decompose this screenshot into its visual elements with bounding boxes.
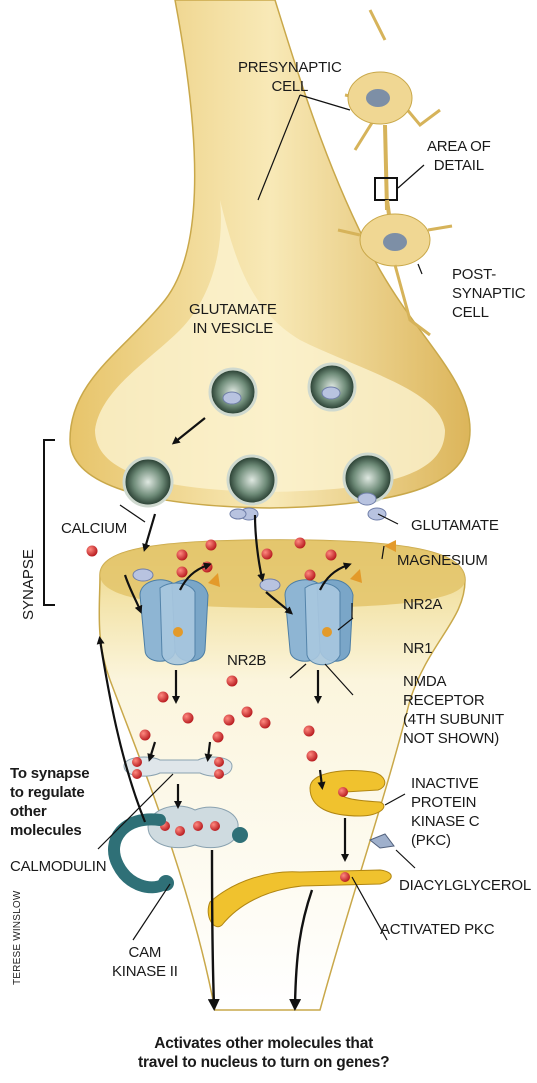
- vesicle: [228, 456, 276, 504]
- artist-credit: TERESE WINSLOW: [12, 891, 23, 985]
- label-nr2a: NR2A: [403, 595, 442, 614]
- label-nr2b: NR2B: [227, 651, 266, 670]
- label-presynaptic-cell: PRESYNAPTIC CELL: [238, 58, 342, 96]
- label-inactive-pkc: INACTIVE PROTEIN KINASE C (PKC): [411, 774, 479, 850]
- label-cam-kinase: CAM KINASE II: [112, 943, 178, 981]
- diacylglycerol: [370, 834, 394, 848]
- nmda-receptor-right: [285, 580, 353, 665]
- bottom-caption: Activates other molecules that travel to…: [138, 1034, 389, 1072]
- label-diacylglycerol: DIACYLGLYCEROL: [399, 876, 531, 895]
- vesicle: [124, 458, 172, 506]
- label-nmda-receptor: NMDA RECEPTOR (4TH SUBUNIT NOT SHOWN): [403, 672, 504, 748]
- synapse-bracket: [44, 440, 55, 605]
- label-activated-pkc: ACTIVATED PKC: [380, 920, 494, 939]
- label-to-synapse: To synapse to regulate other molecules: [10, 764, 89, 840]
- label-postsynaptic-cell: POST- SYNAPTIC CELL: [452, 265, 525, 322]
- label-glutamate-in-vesicle: GLUTAMATE IN VESICLE: [189, 300, 277, 338]
- label-synapse: SYNAPSE: [20, 549, 37, 620]
- label-calcium: CALCIUM: [61, 519, 127, 538]
- label-magnesium: MAGNESIUM: [397, 551, 488, 570]
- label-nr1: NR1: [403, 639, 432, 658]
- nmda-receptor-left: [140, 580, 208, 665]
- label-glutamate: GLUTAMATE: [411, 516, 499, 535]
- label-area-of-detail: AREA OF DETAIL: [427, 137, 491, 175]
- label-calmodulin: CALMODULIN: [10, 857, 106, 876]
